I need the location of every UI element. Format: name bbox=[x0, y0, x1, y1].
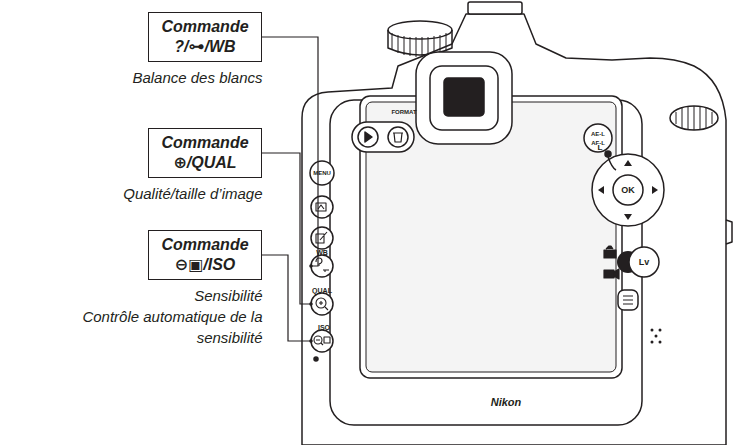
control-label: FORMAT bbox=[391, 109, 416, 115]
control-label: MENU bbox=[313, 170, 331, 176]
function-label: Sensibilité bbox=[13, 285, 263, 306]
callout-box: Commande ⊕/QUALQualité/taille d’image bbox=[148, 128, 262, 178]
control-label: L bbox=[598, 144, 603, 152]
leader-line bbox=[262, 37, 318, 266]
button-name: Commande ?/⊶/WB bbox=[153, 17, 257, 57]
control-label: QUAL bbox=[312, 287, 332, 294]
control-label: OK bbox=[621, 186, 635, 195]
button-name: Commande ⊖▣/ISO bbox=[153, 235, 257, 275]
callout-box: Commande ⊖▣/ISOSensibilitéContrôle autom… bbox=[148, 230, 262, 280]
function-list: Balance des blancs bbox=[13, 67, 263, 88]
function-label: Qualité/taille d’image bbox=[13, 183, 263, 204]
function-list: Qualité/taille d’image bbox=[13, 183, 263, 204]
leader-dot bbox=[309, 339, 313, 343]
leader-line bbox=[262, 153, 311, 304]
callout-box: Commande ?/⊶/WBBalance des blancs bbox=[148, 12, 262, 62]
control-label: WB bbox=[316, 249, 328, 256]
control-label: AE-L bbox=[591, 131, 605, 137]
leader-line bbox=[262, 255, 311, 341]
control-label: Nikon bbox=[491, 397, 522, 408]
function-label: Contrôle automatique de la sensibilité bbox=[63, 306, 263, 348]
function-label: Balance des blancs bbox=[13, 67, 263, 88]
function-list: SensibilitéContrôle automatique de la se… bbox=[13, 285, 263, 348]
leader-dot bbox=[309, 264, 313, 268]
leader-dot bbox=[309, 302, 313, 306]
control-label: Lv bbox=[639, 258, 650, 267]
button-name: Commande ⊕/QUAL bbox=[153, 133, 257, 173]
control-label: ISO bbox=[318, 324, 330, 331]
